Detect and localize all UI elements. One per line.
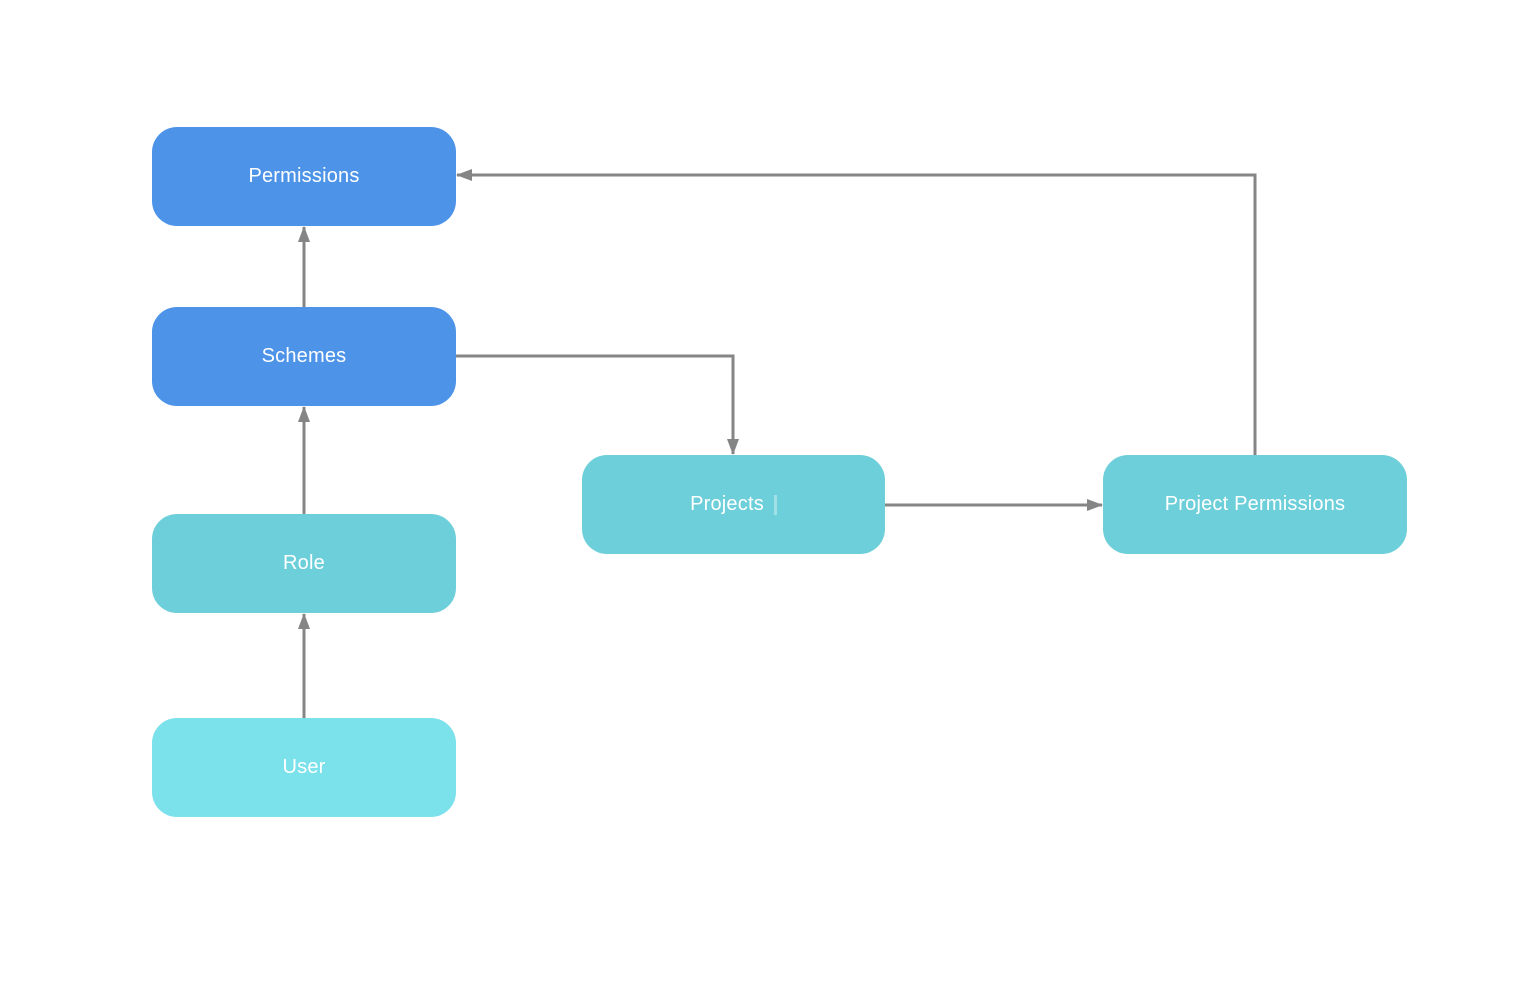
node-schemes[interactable]: Schemes xyxy=(152,307,456,406)
node-role-label: Role xyxy=(283,552,325,574)
node-permissions[interactable]: Permissions xyxy=(152,127,456,226)
node-permissions-label: Permissions xyxy=(248,165,360,187)
node-projects-label: Projects xyxy=(690,493,764,515)
edge-project-permissions-to-permissions xyxy=(456,169,1257,455)
node-role[interactable]: Role xyxy=(152,514,456,613)
node-project-permissions[interactable]: Project Permissions xyxy=(1103,455,1407,554)
edge-schemes-to-projects xyxy=(456,354,739,455)
node-projects[interactable]: Projects xyxy=(582,455,885,554)
node-project-permissions-label: Project Permissions xyxy=(1164,493,1346,515)
node-user-label: User xyxy=(282,756,326,778)
node-schemes-label: Schemes xyxy=(261,345,347,367)
text-cursor-artifact xyxy=(773,494,777,515)
node-user[interactable]: User xyxy=(152,718,456,817)
